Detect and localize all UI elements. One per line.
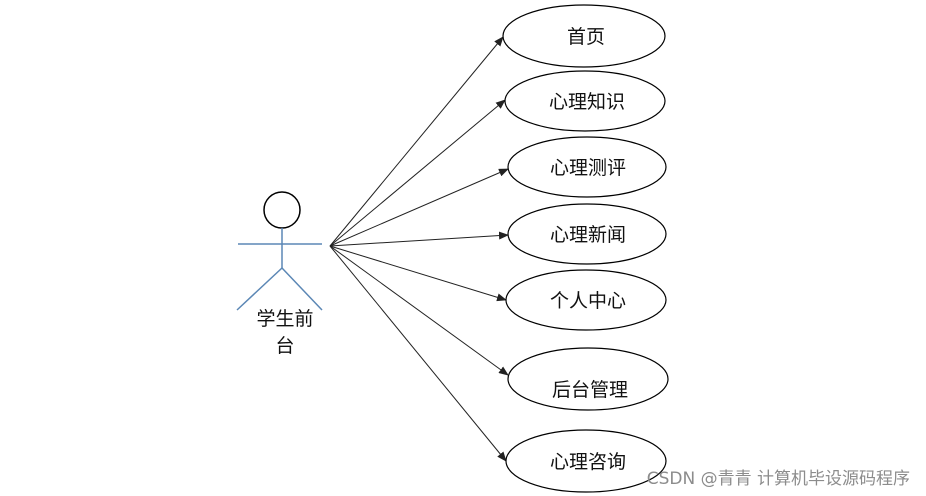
use-case-ellipse (504, 70, 666, 132)
use-case-psych-news: 心理新闻 (507, 203, 667, 265)
actor-right-leg (281, 267, 323, 311)
use-case-psych-consult: 心理咨询 (505, 429, 667, 493)
use-case-personal-center: 个人中心 (505, 269, 667, 331)
use-case-label: 心理新闻 (550, 224, 626, 246)
association-line-admin (329, 245, 509, 376)
use-case-ellipse (505, 269, 667, 331)
use-case-label: 心理知识 (549, 91, 625, 113)
associations (329, 36, 509, 462)
use-case-ellipse (502, 4, 666, 68)
actor-left-leg (236, 267, 283, 311)
association-line-psych-knowledge (329, 99, 506, 247)
actor-name-line1: 学生前 (256, 308, 313, 330)
use-case-homepage: 首页 (502, 4, 666, 68)
association-line-psych-assessment (329, 168, 509, 247)
use-case-psych-assessment: 心理测评 (507, 136, 667, 198)
use-case-label: 后台管理 (552, 379, 628, 401)
use-case-label: 心理测评 (550, 157, 626, 179)
use-case-label: 个人中心 (550, 290, 626, 312)
use-case-psych-knowledge: 心理知识 (504, 70, 666, 132)
actor-name-line2: 台 (275, 335, 294, 357)
association-line-psych-news (329, 231, 509, 247)
use-case-label: 心理咨询 (550, 451, 626, 473)
use-case-ellipse (507, 347, 669, 411)
use-case-ellipse (507, 136, 667, 198)
association-line-psych-consult (329, 245, 507, 462)
actor-student-frontend: 学生前 台 (236, 191, 323, 357)
use-case-ellipse (505, 429, 667, 493)
association-line-homepage (329, 36, 504, 247)
use-case-admin: 后台管理 (507, 347, 669, 411)
watermark: CSDN @青青 计算机毕设源码程序 (647, 469, 910, 489)
use-case-ellipse (507, 203, 667, 265)
association-line-personal-center (329, 245, 507, 302)
use-case-label: 首页 (567, 26, 605, 48)
actor-head (263, 191, 301, 229)
use-cases: 首页 心理知识 心理测评 心理新闻 个人中心 后台管理 心理咨询 (502, 4, 669, 493)
